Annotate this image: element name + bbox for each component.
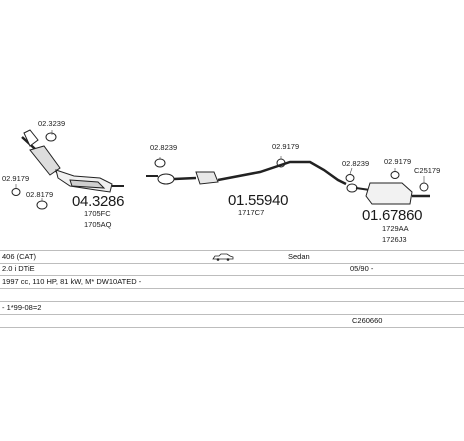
rear-ref1: 1729AA xyxy=(382,224,409,233)
catalogue-code-label: C260660 xyxy=(352,316,383,325)
cat-gasket-code: 02.8179 xyxy=(26,190,53,199)
cat-clamp-code: 02.9179 xyxy=(2,174,29,183)
rear-ref2: 1726J3 xyxy=(382,235,407,244)
hanger-code: C25179 xyxy=(414,166,440,175)
info-row-specs: 1997 cc, 110 HP, 81 kW, M* DW10ATED - xyxy=(0,276,464,289)
info-row-model: 406 (CAT) Sedan xyxy=(0,250,464,264)
info-row-engine-code: - 1*99-08=2 xyxy=(0,302,464,315)
rear-silencer xyxy=(346,182,430,205)
front-pipe-catalyst xyxy=(21,129,124,193)
middle-number: 01.55940 xyxy=(228,192,288,209)
date-range-label: 05/90 - xyxy=(350,264,374,273)
front-clamp-code: 02.8239 xyxy=(150,143,177,152)
model-label: 406 (CAT) xyxy=(2,252,37,261)
rear-clamp2-code: 02.9179 xyxy=(384,157,411,166)
catalyst-ref2: 1705AQ xyxy=(84,220,112,229)
engine-label: 2.0 i DTiE xyxy=(2,264,35,273)
exhaust-parts-diagram: 02.3239 02.9179 02.8179 02.8239 02.9179 … xyxy=(2,119,440,244)
catalyst-ref1: 1705FC xyxy=(84,209,111,218)
rear-clamp-code: 02.8239 xyxy=(342,159,369,168)
rear-number: 01.67860 xyxy=(362,207,422,224)
middle-silencer xyxy=(146,160,347,186)
catalyst-number: 04.3286 xyxy=(72,193,124,210)
info-row-catalogue: C260660 xyxy=(0,315,464,328)
engine-code-label: - 1*99-08=2 xyxy=(2,303,42,312)
specs-label: 1997 cc, 110 HP, 81 kW, M* DW10ATED - xyxy=(2,277,142,286)
mid-clamp-code: 02.9179 xyxy=(272,142,299,151)
middle-ref1: 1717C7 xyxy=(238,208,264,217)
info-row-blank xyxy=(0,289,464,302)
sedan-car-icon xyxy=(212,253,234,265)
info-row-engine: 2.0 i DTiE 05/90 - xyxy=(0,263,464,276)
body-type-label: Sedan xyxy=(288,252,310,261)
pipe-code-top: 02.3239 xyxy=(38,119,65,128)
